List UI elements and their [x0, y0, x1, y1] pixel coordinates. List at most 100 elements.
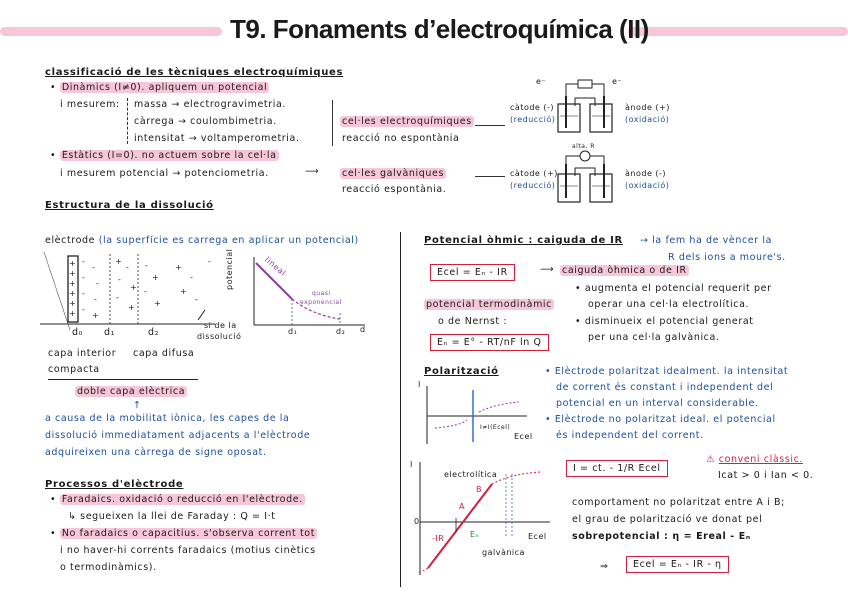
svg-text:-: - [145, 261, 148, 270]
potential-plot [253, 257, 365, 326]
arrow-cell1 [475, 125, 505, 126]
svg-text:+: + [115, 257, 122, 266]
ohmic-note1: → la fem ha de vèncer la [640, 235, 773, 246]
polar-p4: • Elèctrode no polaritzat ideal. el pote… [545, 414, 776, 425]
note-line2: dissolució immediatament adjacents a l'e… [45, 430, 311, 441]
electrode-note: (la superfície es carrega en aplicar un … [98, 235, 359, 246]
comp1: comportament no polaritzat entre A i B; [572, 497, 785, 508]
note-line1: a causa de la mobilitat iònica, les cape… [45, 413, 290, 424]
cell2-catode-sub: (reducció) [510, 181, 556, 190]
svg-text:-: - [126, 263, 129, 272]
svg-text:-: - [118, 275, 121, 284]
plot-ylabel: potencial [225, 248, 234, 290]
cell2-anode-sub: (oxidació) [625, 181, 670, 190]
svg-text:+: + [69, 259, 76, 268]
label-si-la: si de la [204, 321, 237, 330]
proc-nf1: • No faradaics o capacitius. s'observa c… [50, 528, 318, 539]
svg-text:+: + [130, 283, 137, 292]
svg-text:-: - [92, 263, 95, 272]
polar-p2: de corrent és constant i independent del [556, 382, 774, 393]
ohmic-b2b: per una cel·la galvànica. [588, 332, 720, 343]
ecel-arrow: ⟶ [540, 264, 555, 275]
svg-text:-: - [116, 293, 119, 302]
svg-text:-: - [190, 273, 193, 282]
svg-text:+: + [69, 299, 76, 308]
g2-electro: electrolítica [444, 470, 498, 479]
classif-heading: classificació de les tècniques electroqu… [45, 67, 344, 78]
proc-nf2: i no haver-hi corrents faradaics (motius… [60, 545, 316, 556]
polar-heading: Polarització [424, 366, 499, 377]
svg-text:+: + [128, 303, 135, 312]
polar-p3: potencial en un interval considerable. [556, 398, 759, 409]
label-dissolucio: dissolució [197, 332, 242, 341]
cell1-anode-sub: (oxidació) [625, 115, 670, 124]
svg-text:-: - [82, 305, 85, 314]
column-divider [400, 232, 401, 587]
g2-ir: -IR [432, 534, 445, 543]
svg-text:-: - [82, 273, 85, 282]
svg-text:-: - [96, 279, 99, 288]
nernst-box: Eₙ = E° - RT/nF ln Q [430, 334, 549, 351]
g2-b: B [476, 485, 482, 494]
g2-en: Eₙ [470, 530, 480, 539]
ohmic-b2-text: disminueix el potencial generat [584, 316, 754, 327]
polarization-graph-1 [426, 386, 527, 444]
item-massa: massa → electrogravimetria. [134, 99, 287, 110]
eq-i-box: I = ct. - 1/R Ecel [566, 460, 668, 477]
svg-text:+: + [180, 287, 187, 296]
polar-p1: • Elèctrode polaritzat idealment. la int… [545, 366, 789, 377]
ohmic-heading: Potencial òhmic : caiguda de IR [424, 235, 623, 246]
svg-text:+: + [69, 289, 76, 298]
cell1-catode: càtode (-) [510, 103, 555, 112]
g2-galv: galvànica [482, 548, 525, 557]
svg-text:-: - [208, 257, 211, 266]
title-bar-left [0, 27, 222, 36]
ohmic-b1-text: augmenta el potencial requerit per [584, 283, 772, 294]
capa-difusa: capa difusa [133, 348, 195, 359]
reaccio-esp: reacció espontània. [342, 184, 447, 195]
proc-f1: • Faradaics. oxidació o reducció en l'el… [50, 494, 305, 505]
cell2-anode: ànode (-) [625, 169, 667, 178]
g1-e: Ecel [514, 432, 533, 441]
svg-text:-: - [94, 295, 97, 304]
svg-text:+: + [175, 263, 182, 272]
arrow-cell2 [475, 176, 505, 177]
comp2: el grau de polarització ve donat pel [572, 514, 763, 525]
g2-e: Ecel [528, 532, 547, 541]
cel-galvaniques: cel·les galvàniques [340, 168, 447, 179]
cell2-catode: càtode (+) [510, 169, 558, 178]
label-d2: d₂ [148, 327, 160, 338]
ohmic-note2: R dels ions a moure's. [668, 252, 786, 263]
item-intensitat: intensitat → voltamperometria. [134, 133, 300, 144]
cell2-top: alta, R [572, 143, 595, 150]
note-line3: adquireixen una càrrega de signe oposat. [45, 447, 267, 458]
proc-f1-text: Faradaics. oxidació o reducció en l'elèc… [59, 494, 305, 505]
reaccio-no: reacció no espontània [342, 133, 460, 144]
brace-line [127, 98, 129, 144]
plot-d: d [360, 325, 366, 334]
cel-electroquimiques: cel·les electroquímiques [340, 116, 474, 127]
doble-arrow: ↑ [133, 400, 142, 411]
dissol-heading: Estructura de la dissolució [45, 200, 214, 211]
double-layer-diagram: ++++++ -------+ +--+-+ -+-+ +-+-- [40, 251, 215, 331]
proc-nf3: o termodinàmics). [60, 562, 157, 573]
capa-compacta: compacta [48, 364, 100, 375]
item-carrega: càrrega → coulombimetria. [134, 116, 277, 127]
ohmic-b1b: operar una cel·la electrolítica. [588, 299, 750, 310]
final-box: Ecel = Eₙ - IR - η [626, 556, 729, 573]
conveni: ⚠ conveni clàssic. [706, 454, 804, 465]
conveni-text: conveni clàssic. [718, 454, 804, 465]
ptermo: potencial termodinàmic [424, 299, 554, 310]
plot-d1: d₁ [288, 327, 298, 336]
g2-a: A [459, 502, 465, 511]
g1-label: I≠I(Ecel) [480, 424, 511, 431]
cell1-anode: ànode (+) [625, 103, 670, 112]
cell1-e-right: e⁻ [612, 77, 623, 86]
processos-heading: Processos d'elèctrode [45, 479, 184, 490]
svg-text:-: - [144, 287, 147, 296]
svg-text:-: - [195, 295, 198, 304]
page-title: T9. Fonaments d’electroquímica (II) [230, 14, 649, 44]
polar-p1-text: Elèctrode polaritzat idealment. la inten… [554, 366, 789, 377]
ohmic-b1: • augmenta el potencial requerit per [575, 283, 772, 294]
doble-capa: doble capa elèctrica [75, 386, 188, 397]
